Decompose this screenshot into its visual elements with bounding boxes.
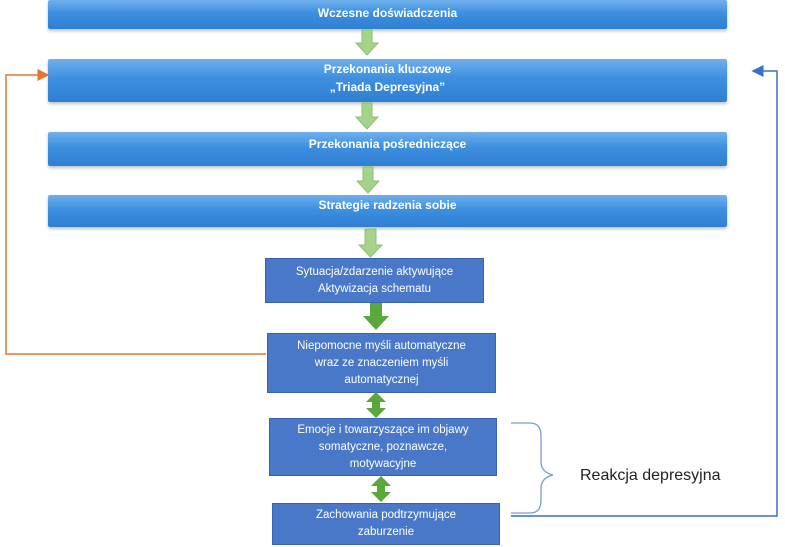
reaction-label: Reakcja depresyjna xyxy=(580,467,721,484)
box-maintaining-behaviors: Zachowania podtrzymujące zaburzenie xyxy=(272,503,500,545)
box-activating-event-line2: Aktywizacja schematu xyxy=(317,282,432,295)
box-early-experiences: Wczesne doświadczenia xyxy=(48,0,727,29)
box-activating-event-line1: Sytuacja/zdarzenie aktywujące xyxy=(295,265,454,278)
box-automatic-thoughts: Niepomocne myśli automatyczne wraz ze zn… xyxy=(267,333,496,393)
arrow-double-1 xyxy=(366,392,386,418)
box-intermediate-beliefs: Przekonania pośredniczące xyxy=(48,132,727,166)
box-maintaining-behaviors-line2: zaburzenie xyxy=(357,526,415,538)
arrow-down-1 xyxy=(354,29,380,56)
box-core-beliefs-line1: Przekonania kluczowe xyxy=(323,62,452,76)
box-maintaining-behaviors-line1: Zachowania podtrzymujące xyxy=(316,509,456,521)
box-automatic-thoughts-line1: Niepomocne myśli automatyczne xyxy=(297,339,466,352)
box-coping-strategies: Strategie radzenia sobie xyxy=(48,195,727,227)
box-core-beliefs: Przekonania kluczowe „Triada Depresyjna” xyxy=(48,59,727,102)
box-core-beliefs-line2: „Triada Depresyjna” xyxy=(329,80,446,94)
box-automatic-thoughts-line2: wraz ze znaczeniem myśli xyxy=(314,356,449,369)
box-emotions-line3: motywacyjne xyxy=(349,457,417,470)
arrow-double-2 xyxy=(371,476,391,502)
arrow-down-5 xyxy=(363,303,389,330)
box-activating-event: Sytuacja/zdarzenie aktywujące Aktywizacj… xyxy=(265,258,484,303)
box-coping-strategies-label: Strategie radzenia sobie xyxy=(318,198,457,212)
arrow-down-4 xyxy=(357,228,384,258)
feedback-loop-left xyxy=(5,69,266,355)
reaction-brace xyxy=(511,422,554,514)
box-automatic-thoughts-line3: automatycznej xyxy=(344,373,419,386)
arrow-down-2 xyxy=(354,102,380,130)
feedback-loop-right xyxy=(511,65,778,517)
arrow-down-3 xyxy=(355,166,381,194)
box-emotions-line2: somatyczne, poznawcze, xyxy=(318,440,448,453)
box-emotions-line1: Emocje i towarzyszące im objawy xyxy=(297,423,469,436)
box-emotions: Emocje i towarzyszące im objawy somatycz… xyxy=(269,418,497,476)
box-early-experiences-label: Wczesne doświadczenia xyxy=(317,6,458,20)
box-intermediate-beliefs-label: Przekonania pośredniczące xyxy=(308,137,467,151)
